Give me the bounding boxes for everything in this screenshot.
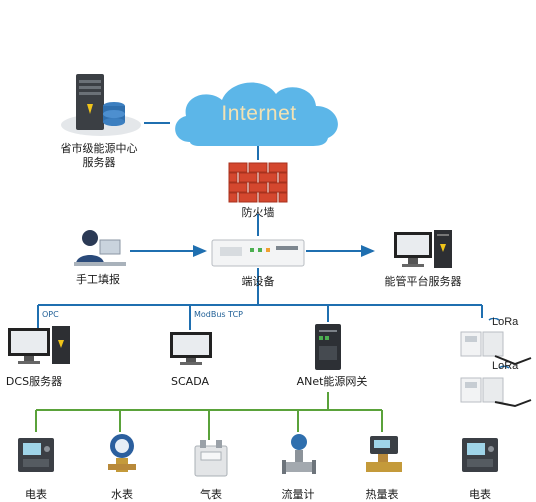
scada-label: SCADA bbox=[171, 375, 209, 388]
edge-device-label: 端设备 bbox=[241, 275, 275, 288]
lora-meter-icon bbox=[460, 318, 532, 408]
manual-entry-label: 手工填报 bbox=[76, 273, 120, 286]
dcs-server-label: DCS服务器 bbox=[5, 375, 63, 388]
meter-label-flow: 流量计 bbox=[281, 488, 315, 501]
lora-label-1: LoRa bbox=[492, 316, 519, 328]
opc-label: OPC bbox=[42, 310, 59, 319]
firewall-icon bbox=[228, 162, 288, 203]
anet-gateway-label: ANet能源网关 bbox=[296, 375, 368, 388]
electric-meter-icon bbox=[462, 438, 498, 472]
server-icon bbox=[61, 74, 141, 136]
meter-label-gas: 气表 bbox=[200, 488, 222, 501]
meter-label-electric-lora: 电表 bbox=[469, 488, 491, 501]
meter-label-water: 水表 bbox=[111, 488, 133, 501]
meter-label-electric: 电表 bbox=[25, 488, 47, 501]
firewall-label: 防火墙 bbox=[241, 206, 275, 219]
workstation-icon bbox=[394, 230, 452, 268]
platform-server-label: 能管平台服务器 bbox=[384, 275, 462, 288]
person-at-desk-icon bbox=[74, 230, 126, 266]
flow-meter-icon bbox=[282, 434, 316, 474]
internet-label: Internet bbox=[221, 102, 297, 125]
electric-meter-icon bbox=[18, 438, 54, 472]
meter-label-heat: 热量表 bbox=[365, 488, 399, 501]
monitor-icon bbox=[170, 332, 212, 365]
edge-device-icon bbox=[211, 239, 305, 267]
gas-meter-icon bbox=[194, 440, 228, 477]
cloud-icon bbox=[175, 82, 338, 146]
gateway-icon bbox=[315, 324, 341, 370]
heat-meter-icon bbox=[366, 436, 402, 472]
lora-label-2: LoRa bbox=[492, 360, 519, 372]
modbus-tcp-label: ModBus TCP bbox=[194, 310, 243, 319]
workstation-icon bbox=[8, 326, 70, 364]
provincial-center-label: 省市级能源中心 服务器 bbox=[60, 142, 138, 169]
water-meter-icon bbox=[108, 434, 136, 472]
